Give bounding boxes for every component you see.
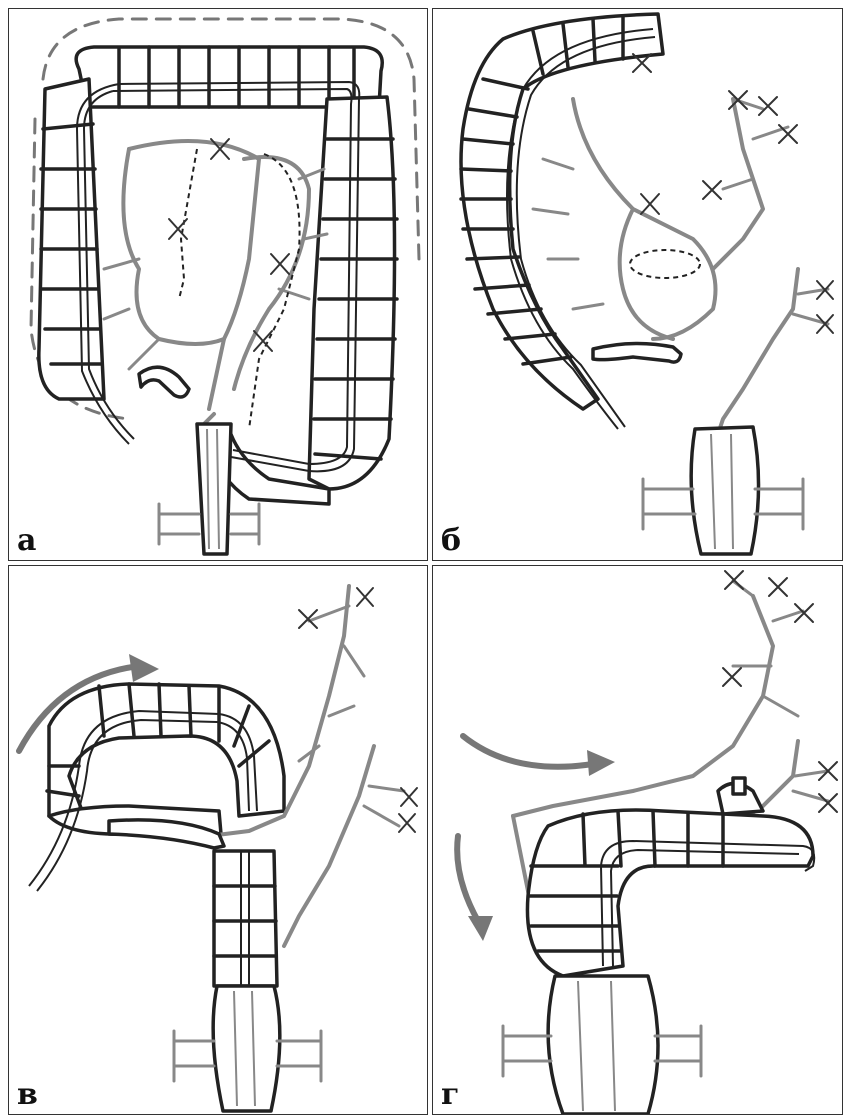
vessels	[104, 141, 327, 429]
panel-a: а	[8, 8, 428, 561]
ligature-marks	[169, 139, 289, 351]
rectum-stump	[174, 986, 321, 1111]
panel-label-b: б	[439, 526, 463, 556]
ileum-stump	[593, 343, 681, 362]
panel-label-d: г	[439, 1080, 461, 1110]
panel-a-drawing	[9, 9, 428, 561]
dashed-oval	[630, 250, 700, 278]
panel-c: в	[8, 565, 428, 1115]
panel-label-c: в	[15, 1080, 40, 1110]
panel-b-drawing	[433, 9, 843, 561]
rotation-arrow-top	[463, 736, 615, 776]
colon-haustra	[47, 684, 284, 834]
panel-d: г	[432, 565, 843, 1115]
rotation-arrow-left	[457, 836, 493, 941]
ligature-marks	[723, 571, 837, 812]
panel-c-drawing	[9, 566, 428, 1115]
rectum-stump	[503, 976, 701, 1114]
panel-b: б	[432, 8, 843, 561]
anastomosis-segment	[214, 851, 277, 986]
panel-label-a: а	[15, 526, 38, 556]
ligature-marks	[633, 54, 833, 333]
panel-d-drawing	[433, 566, 843, 1115]
colon-haustra	[527, 778, 813, 976]
rectum-stump	[643, 427, 803, 554]
ileum-stump	[139, 367, 189, 397]
